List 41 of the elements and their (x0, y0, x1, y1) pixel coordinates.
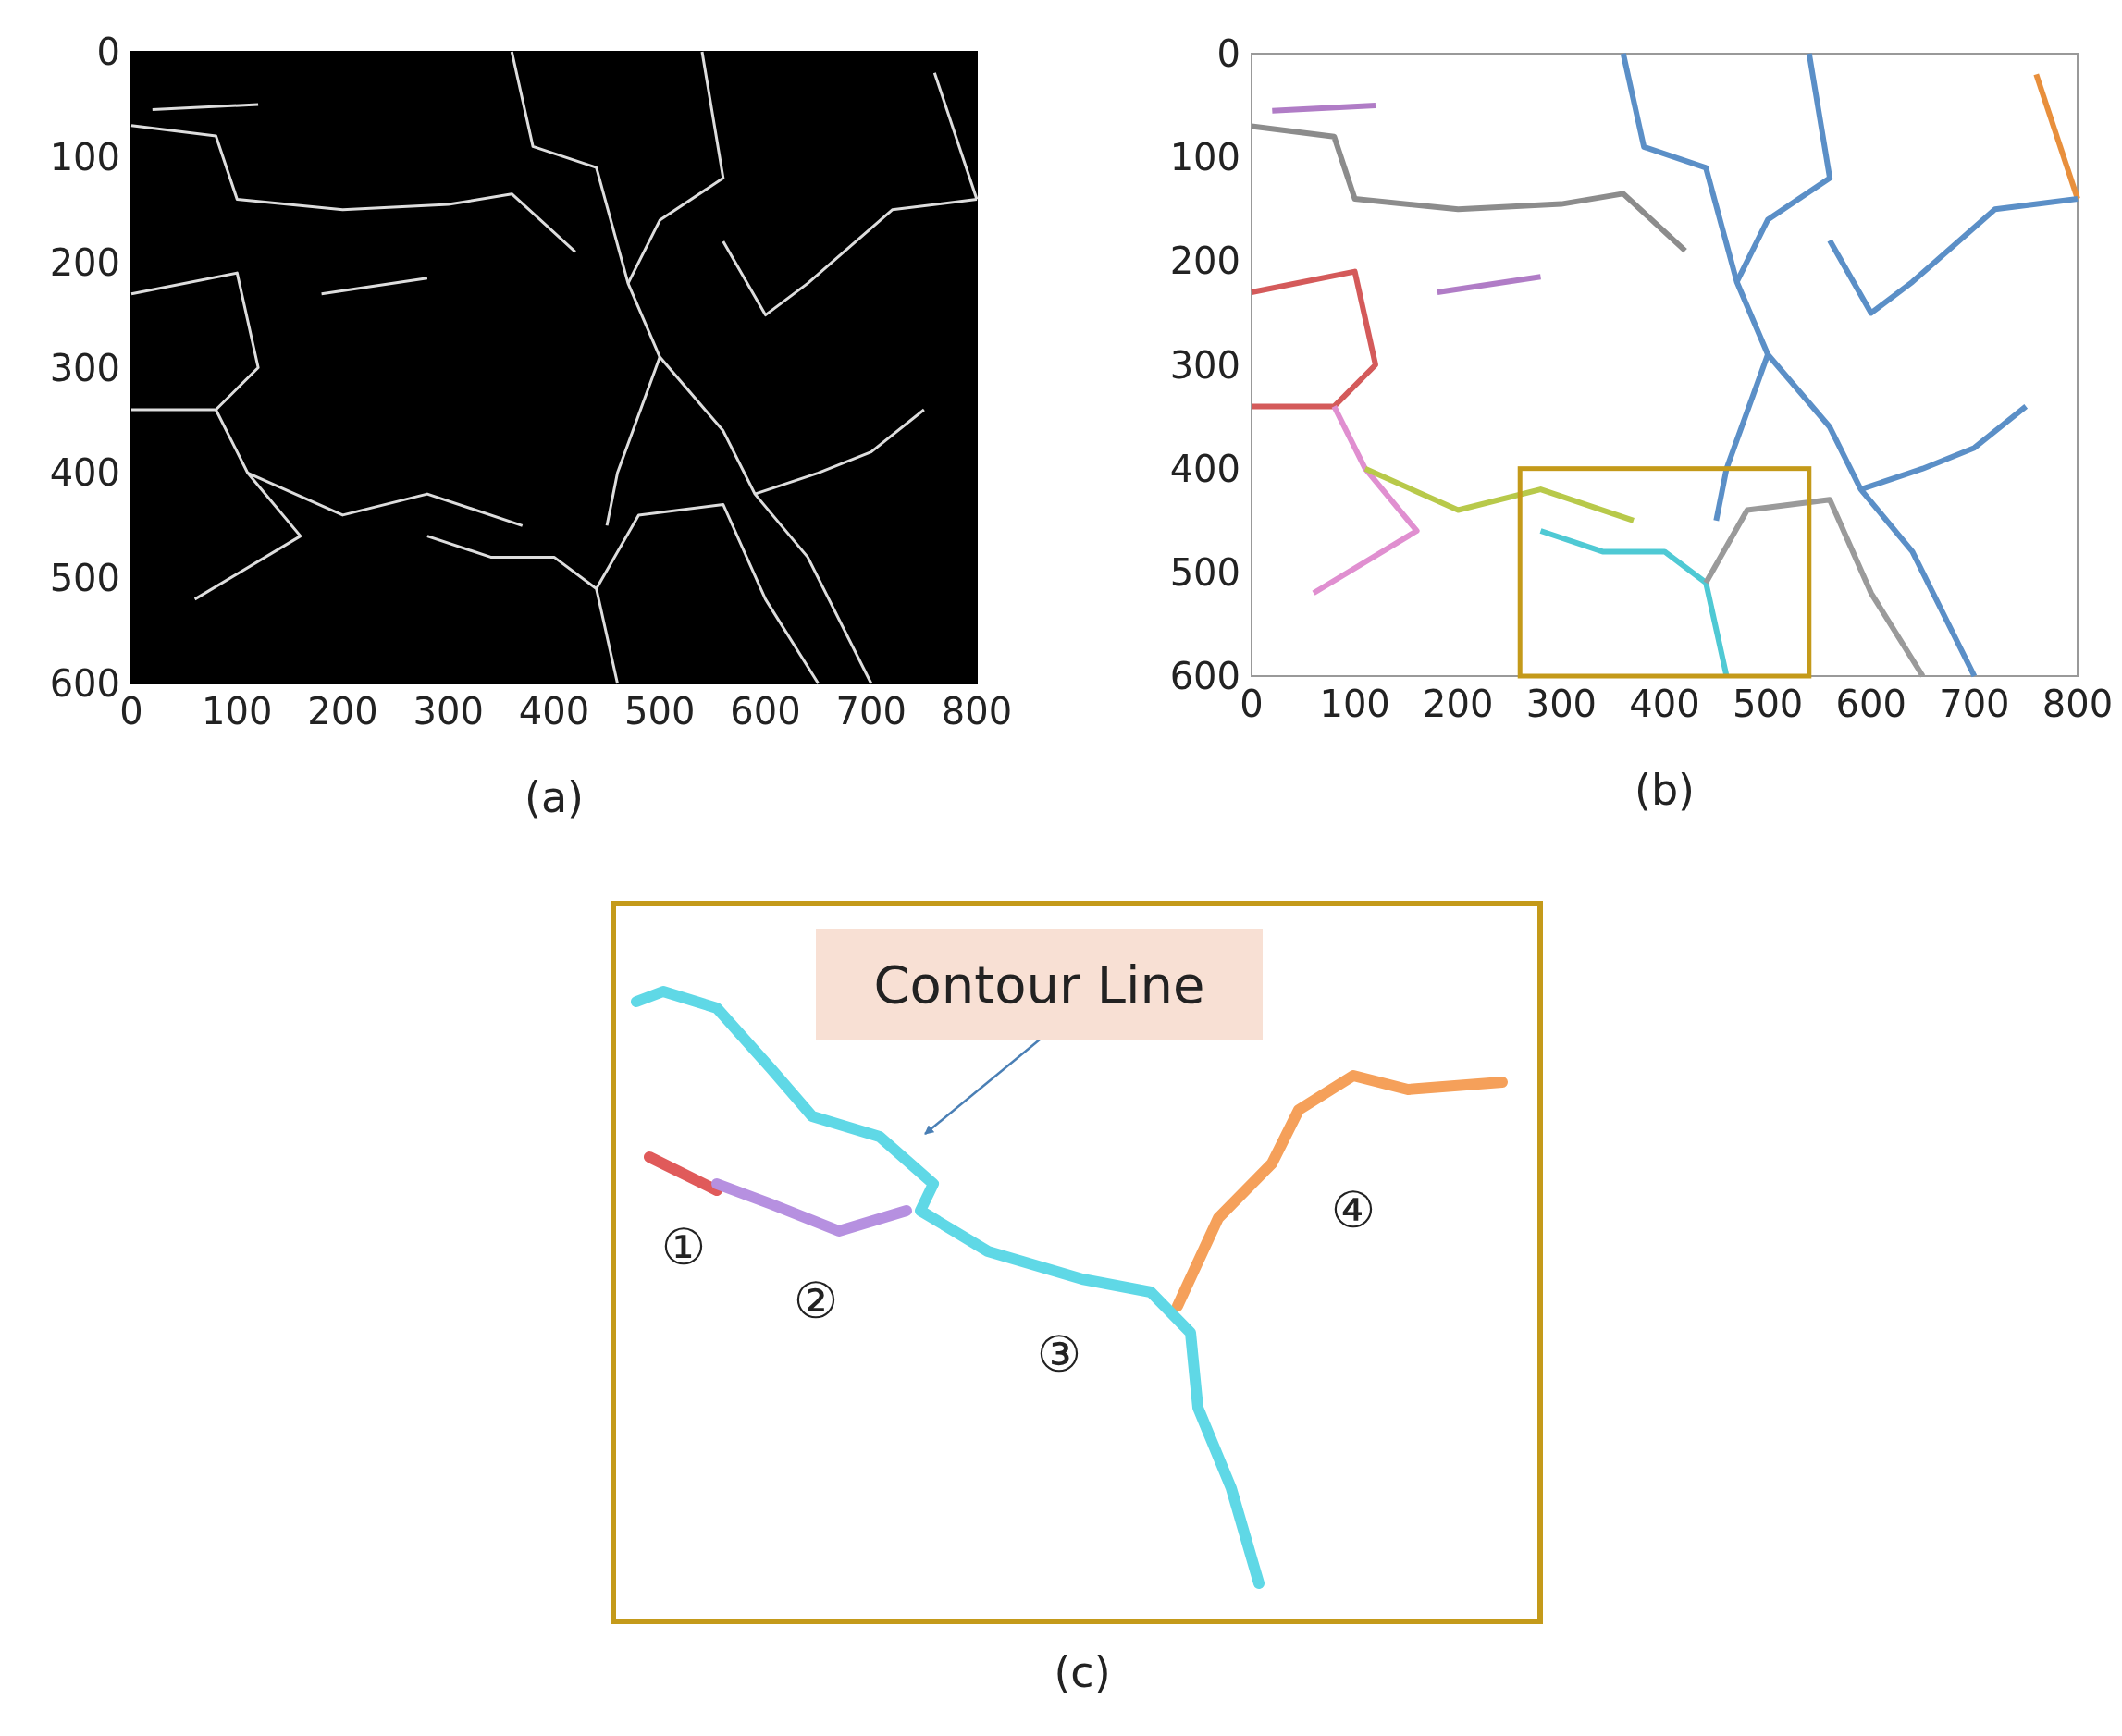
axis-tick-label: 400 (518, 693, 590, 730)
axis-tick-label: 600 (1169, 658, 1240, 695)
axis-tick-label: 600 (730, 693, 801, 730)
axis-tick-label: 300 (1169, 346, 1240, 384)
axis-tick-label: 500 (1169, 553, 1240, 591)
axis-tick-label: 300 (413, 693, 484, 730)
callout-box: Contour Line (816, 929, 1263, 1040)
axis-tick-label: 400 (1629, 685, 1700, 722)
axis-tick-label: 300 (1525, 685, 1598, 722)
callout-number: ④ (1330, 1186, 1376, 1236)
axis-tick-label: 100 (1169, 139, 1240, 177)
axis-tick-label: 500 (1732, 685, 1804, 722)
callout-number: ② (793, 1276, 839, 1326)
axis-tick-label: 800 (941, 693, 1013, 730)
axis-tick-label: 100 (1319, 685, 1390, 722)
axis-tick-label: 200 (49, 243, 120, 281)
axis-tick-label: 500 (624, 693, 696, 730)
axis-tick-label: 700 (835, 693, 907, 730)
axis-tick-label: 200 (307, 693, 378, 730)
panel-caption: (c) (1054, 1651, 1111, 1693)
axis-tick-label: 400 (1169, 449, 1240, 487)
axis-tick-label: 0 (1216, 35, 1240, 72)
axis-tick-label: 300 (49, 349, 120, 387)
axis-tick-label: 600 (49, 665, 120, 702)
axis-tick-label: 0 (119, 693, 143, 730)
axis-tick-label: 200 (1169, 242, 1240, 280)
axis-tick-label: 0 (96, 33, 120, 70)
axis-tick-label: 700 (1939, 685, 2010, 722)
axis-tick-label: 500 (49, 560, 120, 597)
axis-tick-label: 400 (49, 454, 120, 492)
axis-tick-label: 200 (1423, 685, 1494, 722)
callout-number: ① (660, 1223, 707, 1273)
axis-tick-label: 800 (2042, 685, 2114, 722)
panel-caption: (a) (524, 776, 585, 819)
axis-tick-label: 0 (1240, 685, 1264, 722)
axis-tick-label: 600 (1835, 685, 1906, 722)
axis-tick-label: 100 (49, 138, 120, 176)
leader-line (924, 1039, 1041, 1135)
axis-tick-label: 100 (202, 693, 273, 730)
callout-number: ③ (1036, 1330, 1082, 1380)
panel-caption: (b) (1634, 769, 1696, 811)
